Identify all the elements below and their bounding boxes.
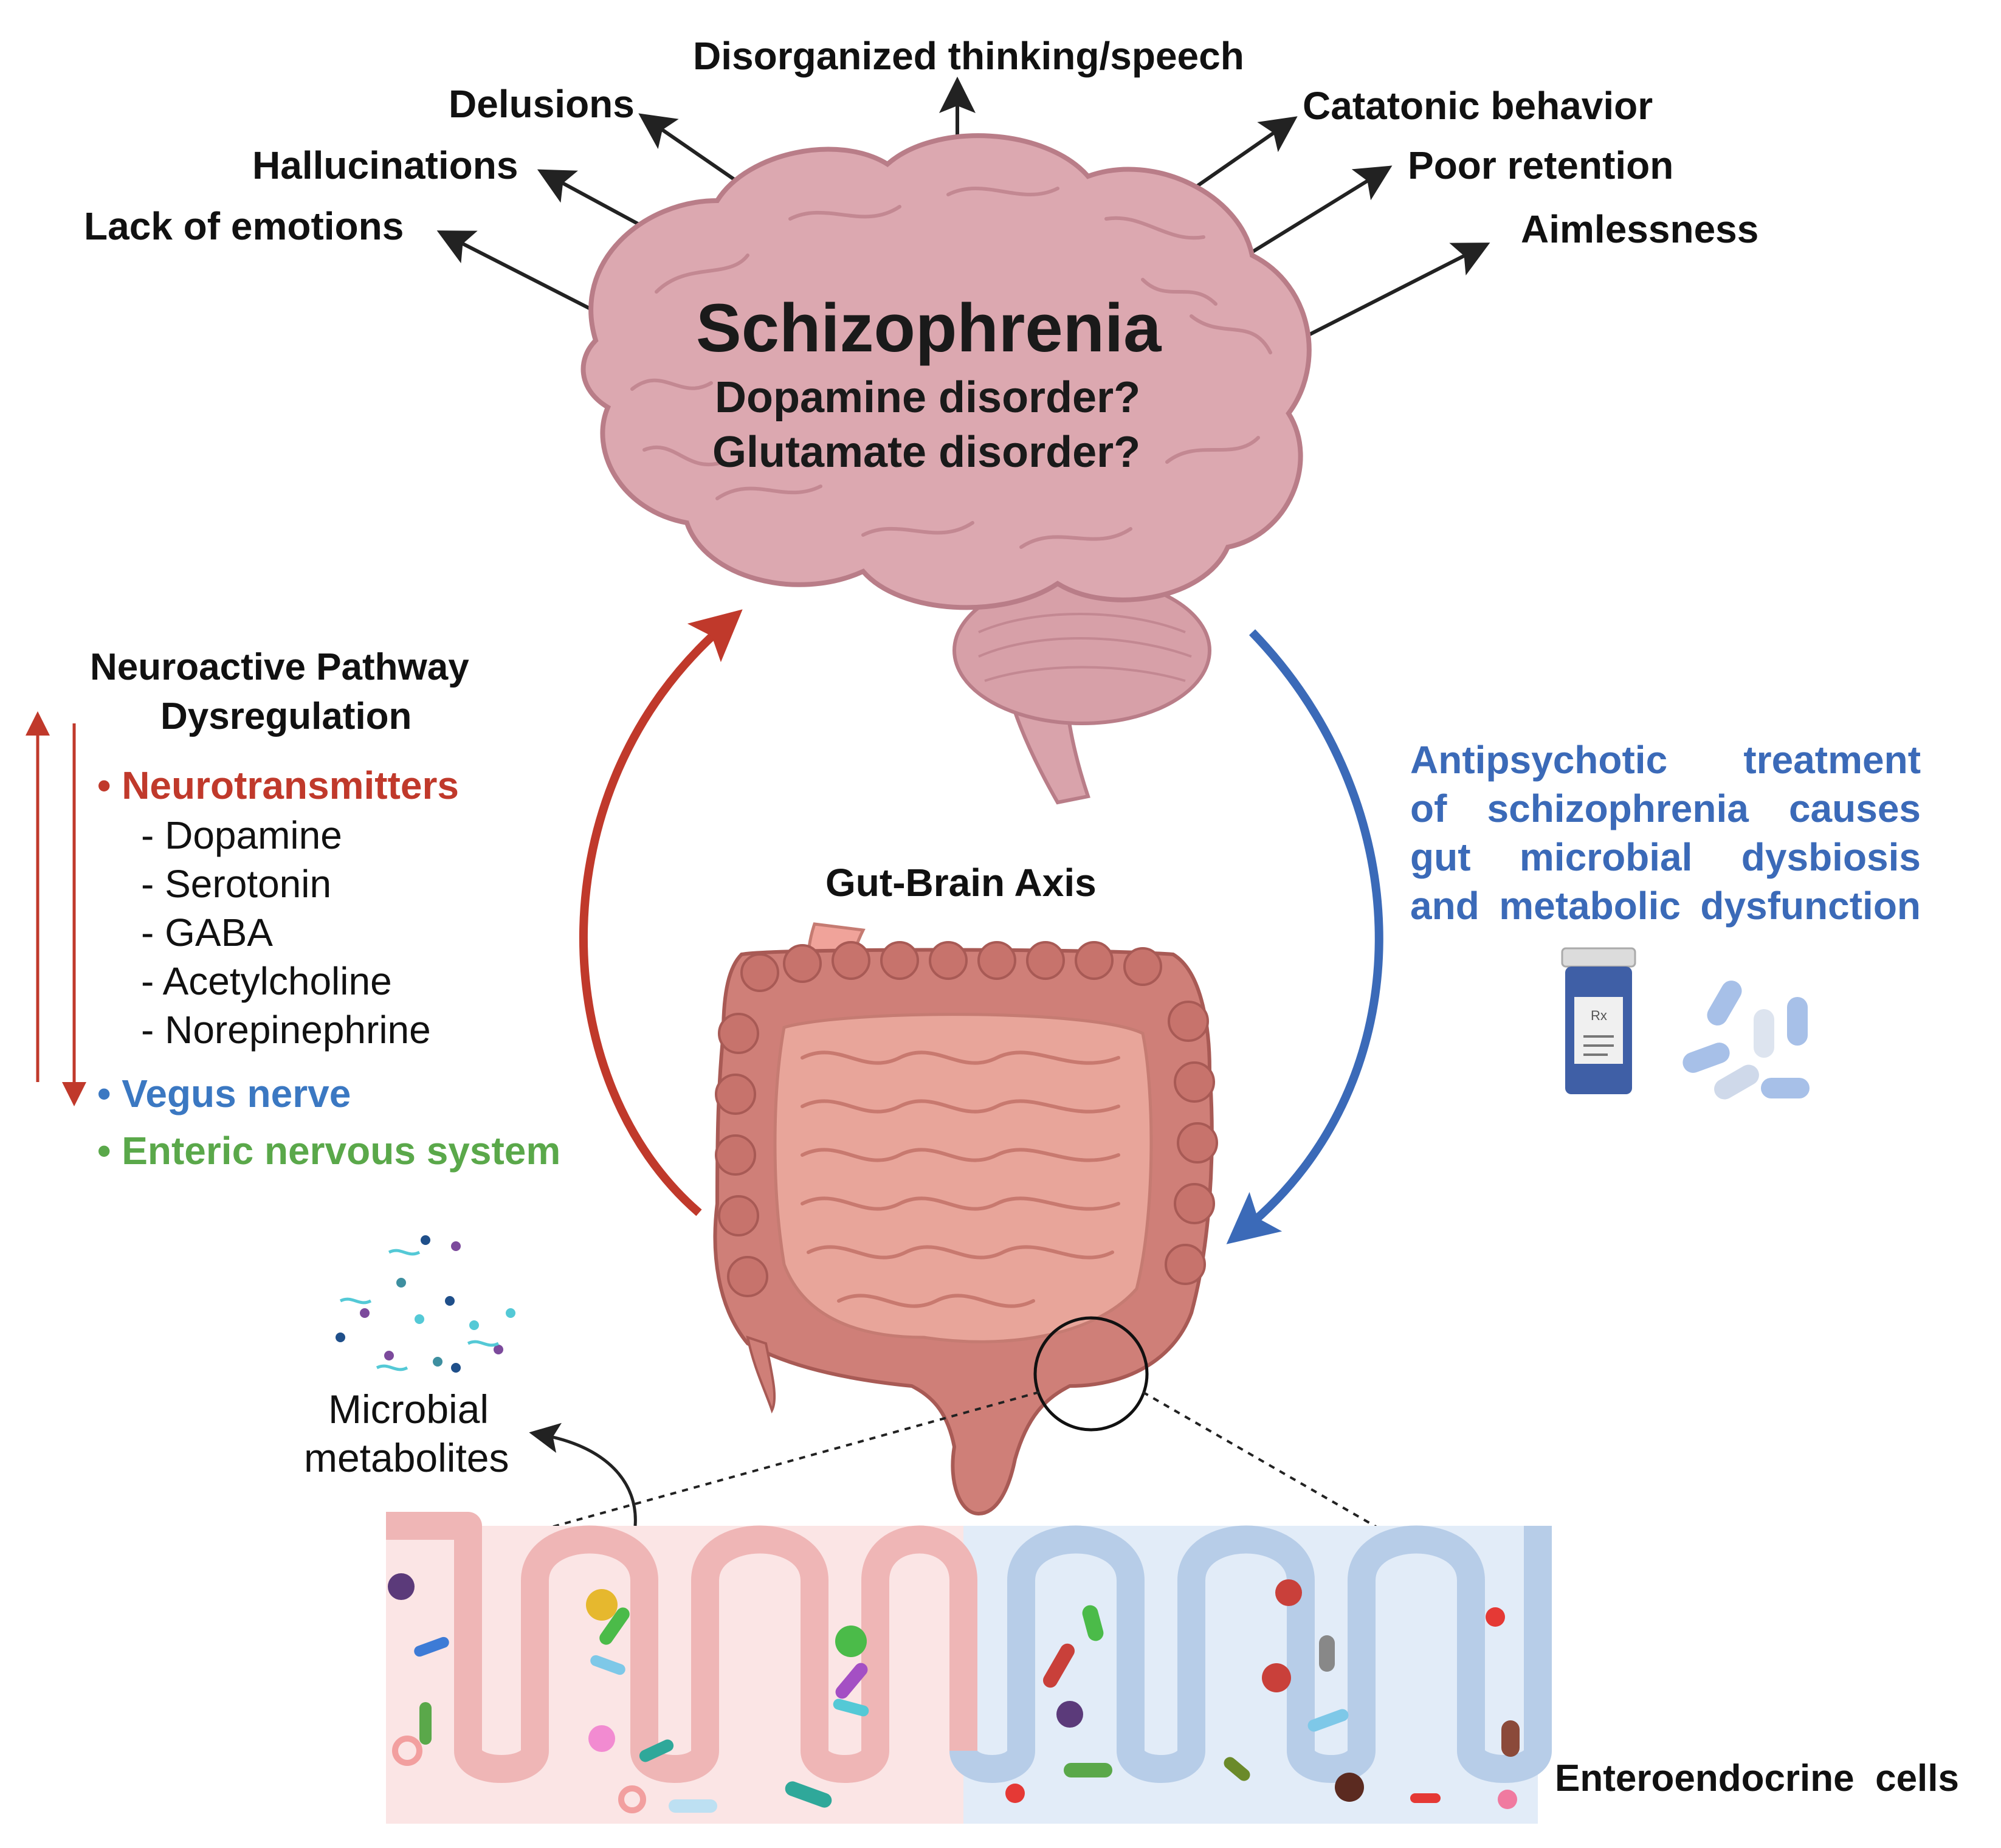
symptom-hallucinations: Hallucinations [252,143,518,187]
symptom-poor-retention: Poor retention [1408,143,1674,187]
arrow-delusions [638,113,740,184]
magnifier-circle [1033,1316,1149,1432]
antipsychotic-line-1: Antipsychotic treatment [1410,738,1921,782]
antipsychotic-line-3: gut microbial dysbiosis [1410,835,1921,879]
antipsychotic-text: Antipsychotic treatment of schizophrenia… [1410,736,1921,930]
red-cycle-arrow [579,609,743,1216]
villi-lining-blue [949,1525,1552,1783]
nt-gaba: - GABA [141,911,273,954]
metabolite-particles [336,1235,515,1373]
symptom-lack-of-emotions: Lack of emotions [84,204,404,248]
cerebellum-folds [978,613,1192,682]
gut-brain-axis-label: Gut-Brain Axis [825,861,1097,905]
capsules [1682,981,1810,1100]
microbial-label-line2: metabolites [304,1435,509,1480]
bullet-vagus: • Vegus nerve [97,1072,351,1115]
metabolite-arrow [529,1422,637,1526]
appendix [746,1336,776,1414]
intestine-loops [801,1050,1120,1308]
antipsychotic-line-2: of schizophrenia causes [1410,787,1921,830]
brain-illustration [580,133,1312,805]
magnifier-line-left [467,1391,1040,1551]
enteroendocrine-label: Enteroendocrine cells [1555,1757,1959,1799]
symptom-aimlessness: Aimlessness [1521,207,1759,251]
pathway-header-line2: Dysregulation [160,695,412,737]
nt-dopamine: - Dopamine [141,813,342,857]
antipsychotic-line-4: and metabolic dysfunction [1410,884,1921,928]
arrow-lack-of-emotions [436,230,600,315]
pathway-header-line1: Neuroactive Pathway [90,646,469,688]
blue-cycle-arrow [1226,629,1383,1244]
symptom-disorganized: Disorganized thinking/speech [693,34,1244,78]
arrow-aimlessness [1303,243,1490,339]
small-intestine-bg [773,1013,1153,1343]
nt-serotonin: - Serotonin [141,862,332,906]
microbial-label-line1: Microbial [328,1387,489,1432]
brain-folds [630,187,1272,549]
nt-norepinephrine: - Norepinephrine [141,1008,431,1052]
symptom-delusions: Delusions [449,82,635,126]
colon-haustra [715,941,1218,1297]
nt-acetylcholine: - Acetylcholine [141,959,392,1003]
brain-dopamine: Dopamine disorder? [715,373,1141,422]
rx-label: Rx [1591,1008,1607,1023]
brain-title: Schizophrenia [696,290,1162,366]
arrow-poor-retention [1236,165,1393,263]
pill-bottle [1561,947,1636,1094]
bullet-neurotransmitters: • Neurotransmitters [97,764,459,807]
microbes [388,1573,1520,1813]
cerebrum [580,133,1312,610]
gut-illustration [713,922,1218,1516]
villi-panel [386,1512,1552,1824]
brain-glutamate: Glutamate disorder? [712,428,1141,477]
bullet-enteric: • Enteric nervous system [97,1129,561,1173]
villi-lining-pink [386,1512,977,1783]
symptom-catatonic: Catatonic behavior [1303,84,1653,128]
